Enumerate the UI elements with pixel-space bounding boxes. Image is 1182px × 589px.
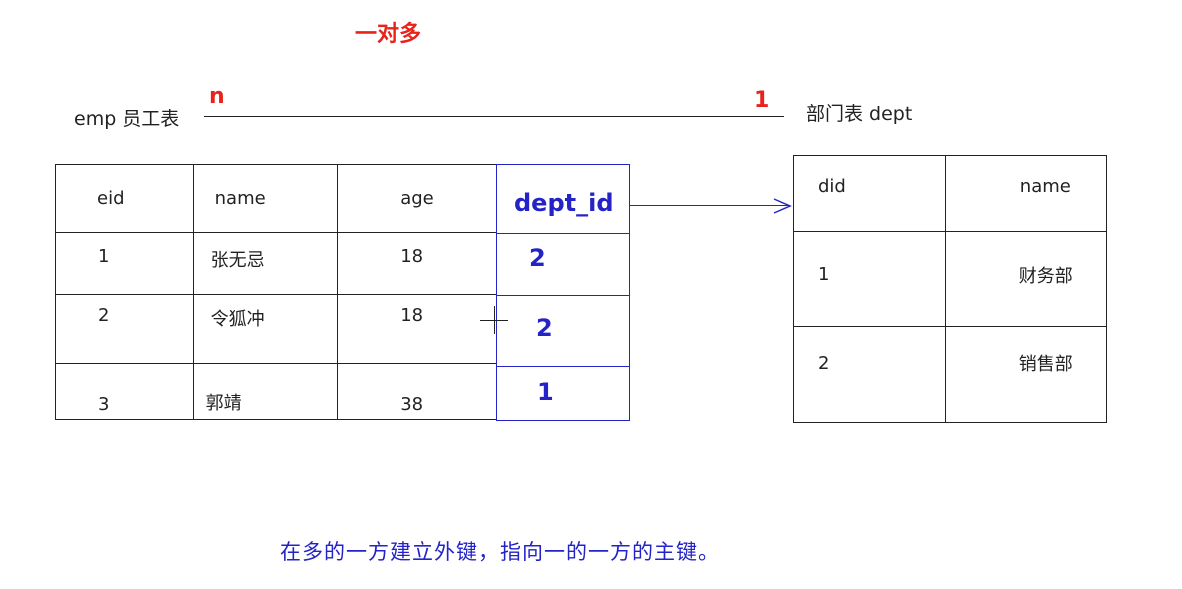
emp-cell-eid: 2 (98, 305, 110, 326)
emp-header-age: age (400, 188, 434, 209)
emp-cell-name: 郭靖 (205, 393, 242, 414)
explanation-note: 在多的一方建立外键，指向一的一方的主键。 (280, 540, 720, 564)
fk-header: dept_id (514, 189, 614, 217)
emp-cell-eid: 3 (98, 394, 110, 415)
cardinality-one: 1 (754, 88, 770, 113)
table-row: 2 销售部 (793, 326, 1108, 423)
dept-header-name: name (1019, 176, 1071, 197)
emp-cell-age: 18 (400, 246, 424, 267)
emp-cell-name: 张无忌 (210, 250, 265, 271)
fk-cell: 1 (497, 366, 629, 420)
relationship-line (204, 116, 784, 117)
table-row: 1 张无忌 18 (55, 232, 497, 295)
dept-cell-did: 1 (818, 264, 830, 285)
dept-cell-did: 2 (818, 353, 830, 374)
fk-value: 2 (529, 244, 546, 272)
emp-entity-label: emp 员工表 (74, 108, 180, 130)
dept-cell-name: 销售部 (1018, 354, 1073, 375)
dept-entity-label: 部门表 dept (806, 103, 913, 125)
emp-cell-eid: 1 (98, 246, 110, 267)
dept-header-row: did name (793, 155, 1108, 232)
fk-cell: 2 (497, 295, 629, 366)
table-row: 3 郭靖 38 (55, 363, 497, 420)
emp-header-row: eid name age (55, 164, 497, 233)
emp-cell-age: 38 (400, 394, 424, 415)
dept-cell-name: 财务部 (1018, 266, 1073, 287)
emp-header-name: name (214, 188, 266, 209)
arrow-head-icon (773, 198, 792, 214)
fk-value: 2 (536, 314, 553, 342)
emp-header-eid: eid (97, 188, 125, 209)
fk-value: 1 (537, 378, 554, 406)
dept-header-did: did (818, 176, 846, 197)
emp-table: eid name age 1 张无忌 18 2 令狐冲 18 3 郭靖 38 (55, 164, 497, 420)
diagram-title: 一对多 (355, 22, 422, 47)
fk-column: dept_id 2 2 1 (496, 164, 630, 421)
cardinality-many: n (209, 84, 225, 109)
emp-cell-age: 18 (400, 305, 424, 326)
table-row: 2 令狐冲 18 (55, 294, 497, 364)
fk-arrow-line (630, 205, 790, 206)
emp-cell-name: 令狐冲 (210, 309, 265, 330)
fk-cell: 2 (497, 233, 629, 295)
dept-table: did name 1 财务部 2 销售部 (793, 155, 1108, 423)
table-row: 1 财务部 (793, 231, 1108, 327)
crosshair-cursor-icon (480, 306, 508, 334)
